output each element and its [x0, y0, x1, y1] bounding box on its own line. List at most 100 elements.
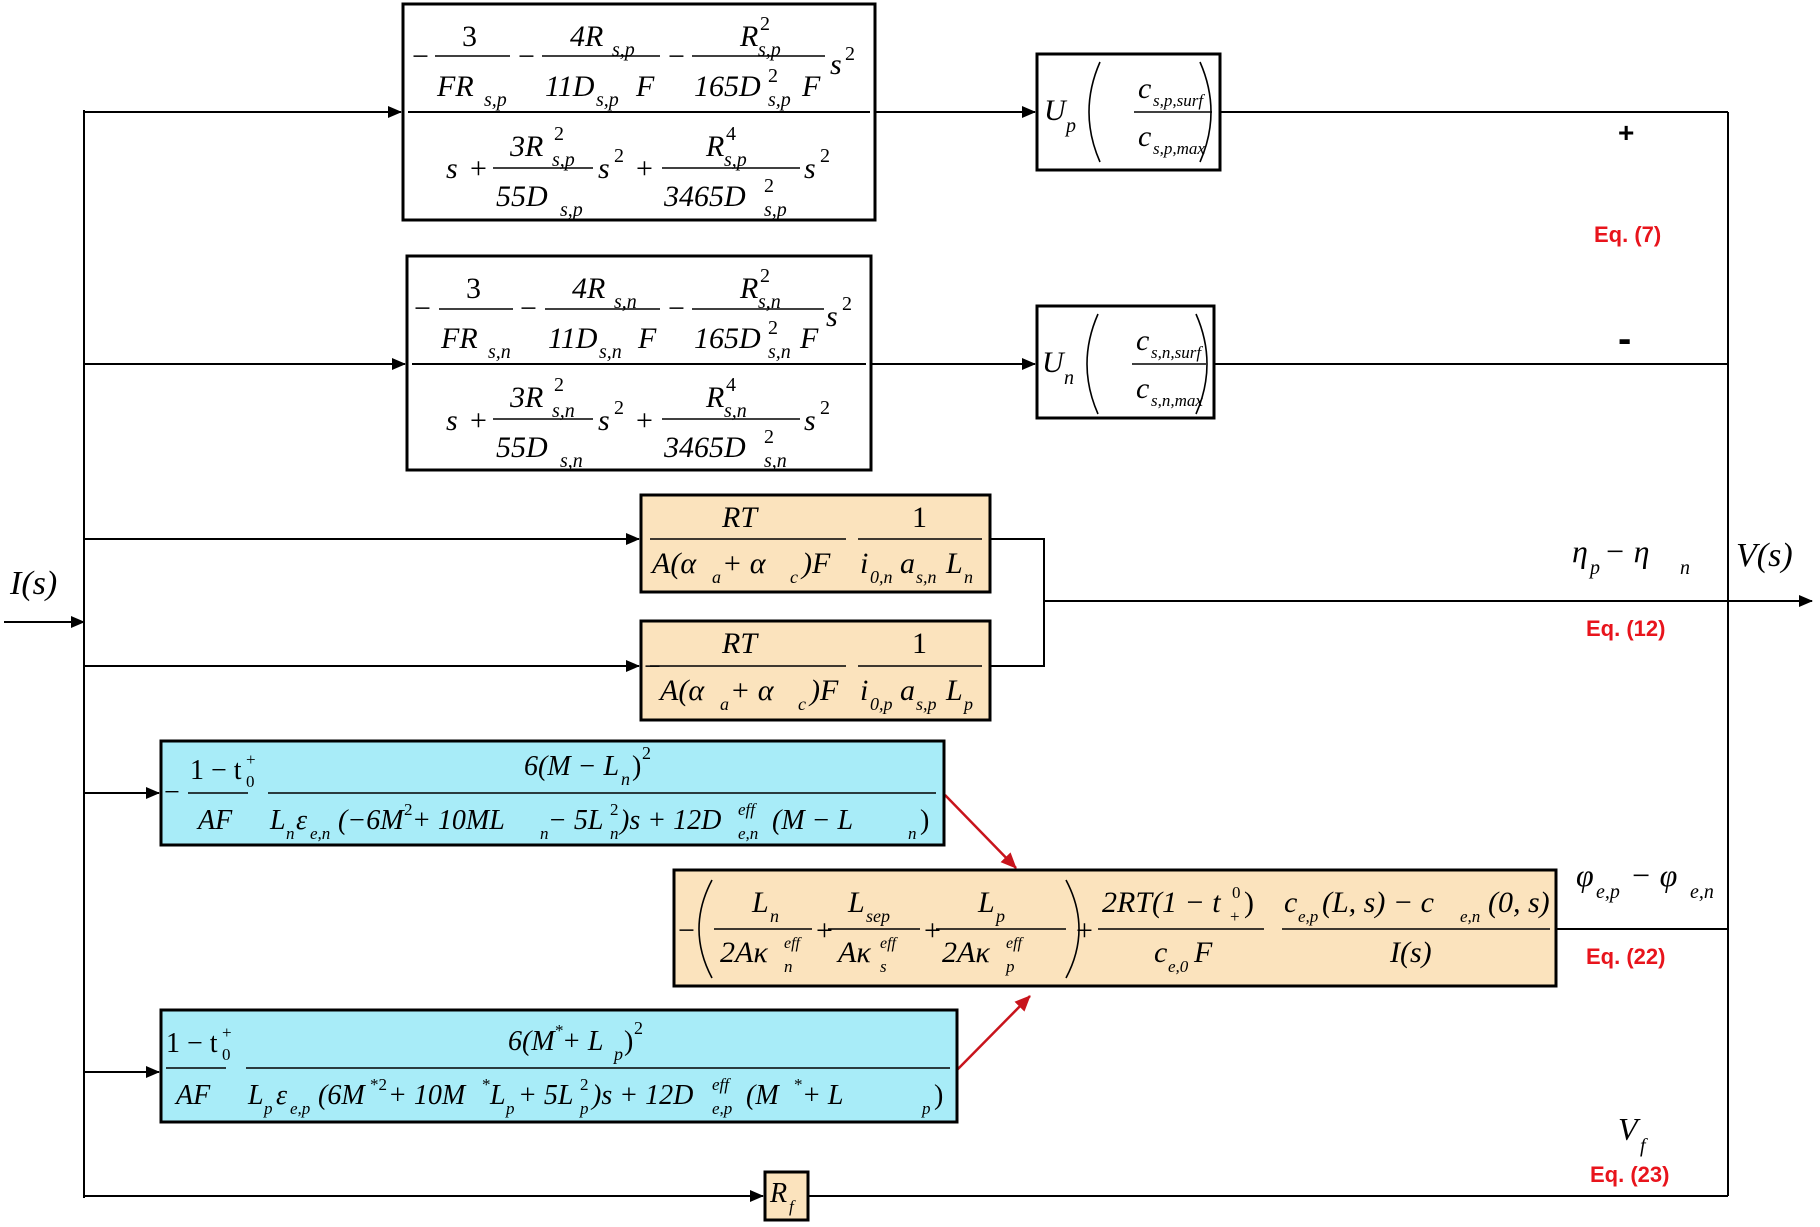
block-kin-n	[639, 493, 992, 594]
elec-p-f2-num-sup: 2	[634, 1018, 643, 1038]
block-text: − 3 FR s,p − 4R s,p 11D s,p F − R 2 s,p …	[164, 13, 1550, 1216]
phi-a: φ	[1576, 857, 1594, 893]
solid-n-den-t3-den-sub: s,n	[764, 450, 787, 472]
phi-t2-den-sub: s	[880, 957, 887, 976]
solid-p-den-t2-num: 3R	[509, 130, 543, 163]
elec-n-f2-den-b: ε	[296, 805, 307, 836]
elec-p-f2-den-d: + 10M	[388, 1080, 467, 1111]
ocv-p-fn: U	[1044, 94, 1068, 127]
kin-n-a-num: RT	[721, 501, 759, 534]
elec-p-f1-sub: 0	[222, 1045, 231, 1064]
phi-t5-num-c: (0, s)	[1488, 886, 1550, 919]
kin-p-b-sub3: p	[962, 694, 973, 714]
elec-p-f2-den-i: + L	[802, 1080, 843, 1111]
elec-n-f2-den-g: (M − L	[772, 805, 853, 836]
elec-n-f2-num-sup: 2	[642, 743, 651, 763]
elec-p-f2-num: 6(M	[508, 1026, 556, 1057]
solid-p-den-plus: +	[470, 152, 487, 185]
elec-n-f2-den-c: (−6M	[338, 805, 405, 836]
kin-n-b-den: i	[860, 547, 868, 580]
kin-p-b-den: i	[860, 674, 868, 707]
ocv-n-formula: U n c s,n,surf c s,n,max	[1042, 324, 1203, 410]
phi-t3-num: L	[977, 886, 995, 919]
phi-t1-den-sup: eff	[784, 935, 803, 952]
solid-n-den-plus: +	[470, 404, 487, 437]
elec-n-f2-den-sub3: n	[540, 824, 549, 843]
elec-p-f2-den-sup2: 2	[580, 1075, 589, 1094]
elec-p-f1-sup: +	[222, 1023, 232, 1042]
elec-p-f2-den-h: (M	[746, 1080, 780, 1111]
phi-t4-num-end: )	[1244, 886, 1254, 919]
solid-p-den-s2-sup: 2	[614, 145, 624, 167]
elec-n-f1-sub: 0	[246, 772, 255, 791]
ocv-n-fn-sub: n	[1064, 367, 1074, 389]
elec-p-f2-den-b: ε	[276, 1080, 287, 1111]
solid-p-t3-den-f: F	[801, 70, 821, 103]
elec-n-f1-sup: +	[246, 750, 256, 769]
elec-n-sign: −	[164, 777, 180, 808]
elec-n-f2-den-d: + 10ML	[412, 805, 505, 836]
eq22-label: Eq. (22)	[1586, 944, 1665, 969]
elec-p-f2-den-sub4: p	[579, 1099, 589, 1118]
solid-n-den-t3-num: R	[705, 381, 724, 414]
elec-n-f1-num: 1 − t	[190, 755, 242, 786]
ocv-n-num-sub: s,n,surf	[1151, 343, 1203, 362]
vf-a-sub: f	[1640, 1135, 1648, 1157]
solid-n-t3-den-sup: 2	[768, 317, 778, 339]
elec-n-f2-den-sub4: n	[610, 824, 619, 843]
solid-p-den-t3-num: R	[705, 130, 724, 163]
eta-label: η p − η n	[1572, 533, 1690, 579]
elec-p-f2-den-sup3: eff	[712, 1075, 731, 1094]
eta-a-sub: p	[1588, 557, 1600, 579]
kin-n-a-den: A(α	[650, 547, 697, 580]
solid-n-t3-num-sub: s,n	[758, 291, 781, 313]
ocv-p-num: c	[1138, 72, 1151, 105]
phi-formula: − L n 2Aκ eff n + L sep Aκ eff s + L p 2…	[678, 883, 1550, 976]
blocks	[159, 2, 1558, 1222]
minus-sign: -	[1618, 317, 1631, 361]
solid-n-den-t3-sup: 4	[726, 374, 736, 396]
solid-n-t1-den: FR	[440, 322, 478, 355]
kin-p-sign: −	[644, 650, 661, 683]
solid-n-den-t2-num: 3R	[509, 381, 543, 414]
solid-p-t1-den: FR	[436, 70, 474, 103]
solid-p-t3-num: R	[739, 20, 758, 53]
solid-p-t3-num-sup: 2	[760, 13, 770, 35]
phi-t1-num: L	[751, 886, 769, 919]
phi-t4-num: 2RT(1 − t	[1102, 886, 1221, 919]
phi-t5-num-sub2: e,n	[1460, 907, 1480, 926]
phi-t5-den: I(s)	[1389, 936, 1432, 969]
solid-n-s-sup: 2	[842, 293, 852, 315]
solid-p-sign3: −	[668, 40, 685, 73]
phi-t2-den-sup: eff	[880, 935, 899, 952]
elec-n-f2-num-end: )	[632, 751, 641, 782]
phi-t3-den: 2Aκ	[942, 936, 990, 969]
phi-t4-den-end: F	[1193, 936, 1213, 969]
elec-p-f2-den-star2: *	[794, 1075, 803, 1094]
solid-p-den-t2-sub: s,p	[552, 149, 575, 171]
elec-n-f2-num: 6(M − L	[524, 751, 619, 782]
elec-p-f2-num-star: *	[555, 1021, 564, 1040]
ocv-n-den: c	[1136, 372, 1149, 405]
solid-p-s: s	[830, 48, 842, 81]
elec-p-f2-den-sub2: e,p	[290, 1099, 310, 1118]
fraction-bars	[166, 55, 1550, 1069]
block-phi	[672, 868, 1558, 988]
phi-t3-den-sub: p	[1005, 957, 1015, 976]
solid-n-t3-num-sup: 2	[760, 265, 770, 287]
wiring	[4, 106, 1813, 1202]
kin-n-b-sub3: n	[964, 567, 973, 587]
block-film	[763, 1170, 810, 1222]
solid-n-t2-den: 11D	[548, 322, 598, 355]
kin-p-a-end: )F	[808, 674, 839, 707]
elec-p-f2-den-f: + 5L	[518, 1080, 573, 1111]
kin-p-b-num: 1	[912, 627, 927, 660]
input-label: I(s)	[9, 565, 57, 602]
solid-p-t3-den: 165D	[694, 70, 761, 103]
solid-n-den-s: s	[446, 404, 458, 437]
phi-t1-num-sub: n	[770, 906, 779, 926]
eq12-label: Eq. (12)	[1586, 616, 1665, 641]
phi-t3-num-sub: p	[994, 906, 1005, 926]
elec-p-f2-den-sup: *2	[370, 1075, 387, 1094]
phi-t2-den: Aκ	[836, 936, 871, 969]
